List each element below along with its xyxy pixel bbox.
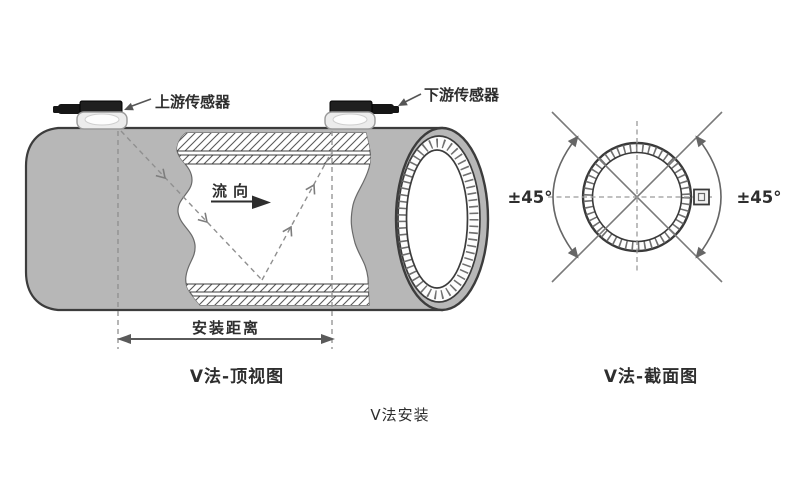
pipe-end-opening: [394, 126, 490, 312]
upstream-sensor: [53, 100, 128, 130]
install-distance-dimension: 安装距离: [117, 319, 335, 344]
section-sensor-marker: [693, 188, 710, 206]
rotation-arc-right-icon: [695, 135, 722, 259]
section-view-diagram: ±45° ±45° V法-截面图: [507, 111, 782, 387]
ultrasonic-beam-path: [120, 130, 332, 281]
beam-direction-arrow-icon: [197, 212, 209, 224]
downstream-sensor: [324, 100, 399, 130]
beam-direction-arrow-icon: [305, 183, 316, 195]
angle-label-right: ±45°: [736, 188, 781, 207]
pipe-cutaway: [176, 132, 372, 306]
sensor-cable-connector: [58, 104, 84, 114]
install-distance-arrow-icon: [117, 334, 131, 344]
pipe-wall-tick-ring: [397, 138, 479, 300]
callout-arrow-icon: [398, 98, 408, 106]
downstream-sensor-label: 下游传感器: [424, 86, 500, 104]
top-view-diagram: 流向 上游传感器 下游传感器: [24, 86, 500, 387]
upstream-sensor-label: 上游传感器: [155, 93, 231, 111]
downstream-callout: 下游传感器: [398, 86, 500, 106]
angle-label-left: ±45°: [507, 188, 552, 207]
pipe-wall-hatching: [177, 133, 371, 305]
flow-direction-arrow-icon: [252, 195, 271, 209]
beam-direction-arrow-icon: [155, 168, 167, 180]
sensor-coupling-pad: [332, 113, 368, 126]
beam-direction-arrow-icon: [282, 225, 293, 237]
install-distance-label: 安装距离: [192, 319, 260, 337]
sensor-coupling-pad: [84, 113, 120, 126]
install-distance-arrow-icon: [321, 334, 335, 344]
figure-caption: V法安装: [370, 406, 429, 424]
sensor-cable-connector: [368, 104, 394, 114]
callout-arrow-icon: [124, 102, 134, 111]
flow-direction-label: 流向: [212, 182, 254, 200]
upstream-callout: 上游传感器: [124, 93, 231, 111]
rotation-arc-left-icon: [552, 135, 579, 259]
section-view-title: V法-截面图: [604, 366, 698, 387]
flow-direction: 流向: [211, 182, 271, 209]
top-view-title: V法-顶视图: [190, 366, 284, 387]
